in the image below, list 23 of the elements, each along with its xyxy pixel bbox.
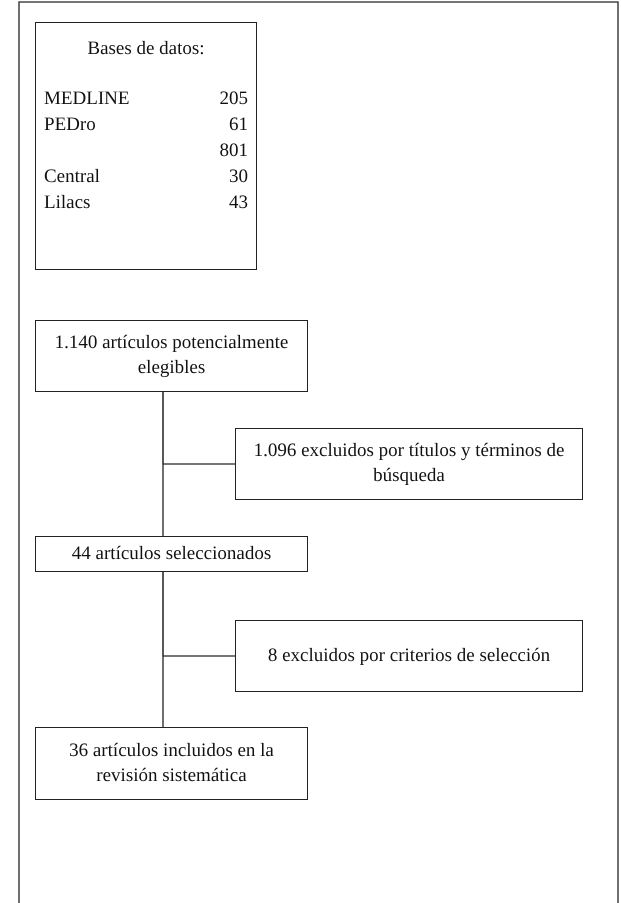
database-list-box xyxy=(35,22,257,270)
box-text: 8 excluidos por criterios de selección xyxy=(268,644,550,668)
process-box xyxy=(35,727,308,800)
connector-line xyxy=(162,572,235,657)
box-text: 1.096 excluidos por títulos y términos de búsqueda xyxy=(252,439,566,488)
box-text: 44 artículos seleccionados xyxy=(72,542,272,566)
box-text: 1.140 artículos potencialmente elegibles xyxy=(54,331,290,380)
record-count: 43 xyxy=(229,190,248,215)
record-count: 801 xyxy=(220,138,248,163)
process-box xyxy=(235,620,583,692)
process-box xyxy=(35,320,308,392)
box-text: 36 artículos incluidos en la revisión sistemática xyxy=(68,738,275,788)
record-count: 30 xyxy=(229,164,248,189)
record-count: 205 xyxy=(220,86,248,111)
process-box xyxy=(235,428,583,500)
record-count: 61 xyxy=(229,112,248,137)
database-name: PEDro xyxy=(44,112,96,137)
database-name: Lilacs xyxy=(44,190,90,215)
connector-line xyxy=(162,392,235,465)
database-name: Central xyxy=(44,164,100,189)
box-heading: Bases de datos: xyxy=(86,37,206,61)
database-name: MEDLINE xyxy=(44,86,130,111)
process-box xyxy=(35,536,308,572)
